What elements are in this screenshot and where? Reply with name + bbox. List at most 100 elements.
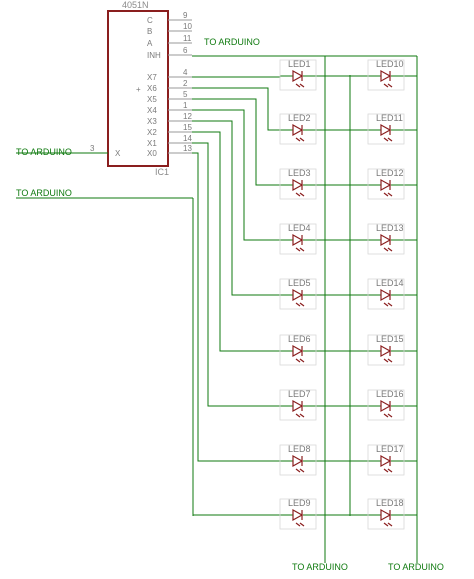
chip-pin-number: 13 <box>183 144 192 153</box>
led-emission-arrow <box>387 358 393 363</box>
led-symbol <box>292 123 304 137</box>
arduino-label-left-x: TO ARDUINO <box>16 147 72 157</box>
led-symbol <box>292 288 304 302</box>
led-label: LED10 <box>376 59 404 69</box>
led-outline <box>279 334 317 366</box>
mux-output-wire <box>192 152 280 462</box>
led-outline <box>279 498 317 530</box>
led-symbol <box>380 178 392 192</box>
led-emission-arrow <box>383 413 389 418</box>
led-label: LED14 <box>376 278 404 288</box>
led-outline <box>367 278 405 310</box>
chip-pin-number: 4 <box>183 68 188 77</box>
led-left-1: LED1 <box>279 59 317 91</box>
chip-pin-label: A <box>147 39 153 48</box>
chip-pin-number: 15 <box>183 123 192 132</box>
led-label: LED12 <box>376 168 404 178</box>
chip-pin-number: 3 <box>90 144 95 153</box>
led-emission-arrow <box>383 302 389 307</box>
chip-pin-label: INH <box>147 51 161 60</box>
led-outline <box>367 389 405 421</box>
led-label: LED8 <box>288 444 311 454</box>
led-emission-arrow <box>299 302 305 307</box>
led-label: LED4 <box>288 223 311 233</box>
led-outline <box>279 59 317 91</box>
led-right-7: LED16 <box>367 389 405 421</box>
arduino-label-bottom-left: TO ARDUINO <box>292 562 348 572</box>
chip-plus-mark: + <box>136 85 141 94</box>
led-right-1: LED10 <box>367 59 405 91</box>
led-emission-arrow <box>299 192 305 197</box>
chip-pin-label: X1 <box>147 139 157 148</box>
led-left-3: LED3 <box>279 168 317 200</box>
led-emission-arrow <box>387 413 393 418</box>
led-emission-arrow <box>295 83 301 88</box>
led-emission-arrow <box>383 83 389 88</box>
led-emission-arrow <box>387 247 393 252</box>
led-symbol <box>292 344 304 358</box>
led-emission-arrow <box>383 358 389 363</box>
led-label: LED7 <box>288 389 311 399</box>
chip-pin-number: 10 <box>183 22 192 31</box>
chip-pin-number: 11 <box>183 34 192 43</box>
led-emission-arrow <box>387 302 393 307</box>
led-outline <box>279 278 317 310</box>
led-right-2: LED11 <box>367 113 405 145</box>
led-outline <box>367 444 405 476</box>
led-label: LED5 <box>288 278 311 288</box>
mux-output-wire <box>192 76 281 78</box>
led-symbol <box>380 508 392 522</box>
led-right-3: LED12 <box>367 168 405 200</box>
led-outline <box>367 168 405 200</box>
mux-output-wire <box>192 109 280 241</box>
led-outline <box>279 444 317 476</box>
led-symbol <box>380 454 392 468</box>
led-symbol <box>292 178 304 192</box>
led-left-9: LED9 <box>279 498 317 530</box>
led-emission-arrow <box>299 83 305 88</box>
led-emission-arrow <box>383 192 389 197</box>
chip-pin-label: X7 <box>147 73 157 82</box>
led-emission-arrow <box>387 468 393 473</box>
led-outline <box>279 113 317 145</box>
led-emission-arrow <box>295 413 301 418</box>
led-symbol <box>380 344 392 358</box>
led-emission-arrow <box>295 137 301 142</box>
circuit-wires <box>16 55 418 563</box>
led-emission-arrow <box>383 522 389 527</box>
mux-output-wire <box>192 87 280 131</box>
led-symbol <box>292 508 304 522</box>
led-emission-arrow <box>299 247 305 252</box>
led-label: LED11 <box>376 113 403 123</box>
chip-pin-number: 14 <box>183 134 192 143</box>
led-outline <box>279 168 317 200</box>
led-emission-arrow <box>299 413 305 418</box>
chip-pin-label: X0 <box>147 149 157 158</box>
arduino-label-left-bus: TO ARDUINO <box>16 188 72 198</box>
chip-ref-label: IC1 <box>155 167 169 177</box>
led-outline <box>367 59 405 91</box>
led-emission-arrow <box>295 468 301 473</box>
chip-pin-number: 5 <box>183 90 188 99</box>
chip-pin-number: 9 <box>183 11 188 20</box>
led-symbol <box>292 399 304 413</box>
chip-part-label: 4051N <box>122 0 149 10</box>
chip-pin-label: C <box>147 16 153 25</box>
led-symbol <box>380 123 392 137</box>
led-emission-arrow <box>387 137 393 142</box>
led-right-9: LED18 <box>367 498 405 530</box>
mux-output-wire <box>192 120 280 296</box>
multiplexer-chip-4051n: 4051N IC1 + C9B10A11INH6X74X62X55X41X312… <box>84 0 192 177</box>
chip-pin-number: 6 <box>183 46 188 55</box>
chip-pin-number: 12 <box>183 112 192 121</box>
chip-pin-label: X3 <box>147 117 157 126</box>
led-symbol <box>380 233 392 247</box>
led-symbol <box>380 69 392 83</box>
led-label: LED1 <box>288 59 311 69</box>
led-left-7: LED7 <box>279 389 317 421</box>
chip-pin-label: X <box>115 149 121 158</box>
led-emission-arrow <box>299 522 305 527</box>
led-left-4: LED4 <box>279 223 317 255</box>
mux-output-wire <box>192 131 280 352</box>
mux-output-wire <box>192 98 280 186</box>
